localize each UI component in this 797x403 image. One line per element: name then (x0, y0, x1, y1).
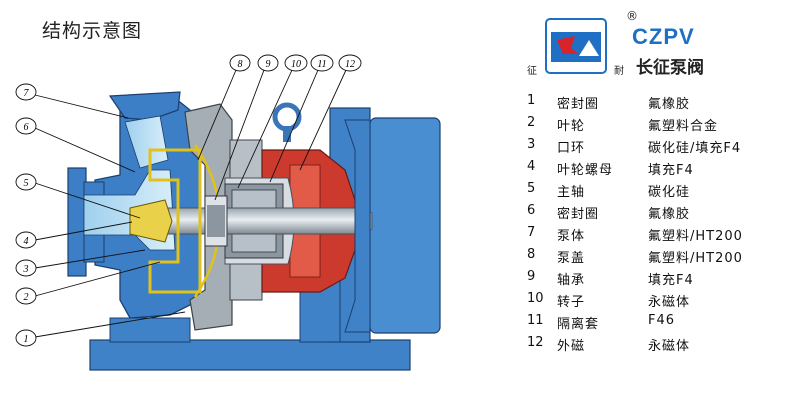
part-name: 主轴 (557, 185, 586, 200)
legend-row: 9 轴承 填充F4 (527, 269, 792, 289)
callout-3: 3 (15, 249, 146, 277)
part-number: 4 (527, 159, 536, 174)
callout-12: 12 (299, 54, 362, 171)
brand-side-left: 征 (527, 66, 537, 77)
legend-row: 8 泵盖 氟塑料/HT200 (527, 247, 792, 267)
legend-row: 6 密封圈 氟橡胶 (527, 203, 792, 223)
part-material: F46 (648, 313, 676, 328)
lifting-eye (272, 102, 302, 142)
callout-4: 4 (15, 221, 133, 249)
page-title: 结构示意图 (42, 20, 143, 42)
legend-row: 10 转子 永磁体 (527, 291, 792, 311)
legend-row: 2 叶轮 氟塑料合金 (527, 115, 792, 135)
part-number: 8 (527, 247, 536, 262)
part-material: 碳化硅/填充F4 (648, 141, 742, 156)
bearing (204, 195, 228, 247)
callout-label: 7 (24, 88, 30, 99)
part-name: 叶轮螺母 (557, 163, 614, 178)
brand-name-cn: 长征泵阀 (636, 58, 704, 78)
part-name: 外磁 (557, 339, 586, 354)
part-material: 氟塑料合金 (648, 119, 719, 134)
brand-side-right: 耐 (614, 66, 624, 77)
part-name: 口环 (557, 141, 586, 156)
callout-label: 1 (24, 334, 29, 345)
part-name: 转子 (557, 295, 586, 310)
part-name: 泵体 (557, 229, 586, 244)
legend-row: 5 主轴 碳化硅 (527, 181, 792, 201)
part-material: 氟塑料/HT200 (648, 229, 743, 244)
part-number: 6 (527, 203, 536, 218)
part-material: 填充F4 (648, 273, 694, 288)
callout-5: 5 (15, 173, 141, 219)
part-material: 氟橡胶 (648, 97, 691, 112)
brand-name-en: CZPV (632, 24, 695, 49)
callout-label: 11 (317, 59, 326, 70)
callout-label: 12 (345, 59, 355, 70)
callout-label: 4 (24, 236, 29, 247)
registered-mark: ® (626, 9, 638, 23)
pump-cross-section-diagram: 7 6 5 4 3 2 1 8 9 10 (15, 54, 441, 371)
callout-label: 3 (23, 264, 29, 275)
callout-label: 10 (291, 59, 301, 70)
callout-9: 9 (214, 54, 279, 201)
legend-row: 12 外磁 永磁体 (527, 335, 792, 355)
legend-row: 4 叶轮螺母 填充F4 (527, 159, 792, 179)
brand-logo (545, 18, 607, 74)
part-number: 5 (527, 181, 536, 196)
callout-label: 9 (266, 59, 271, 70)
part-number: 9 (527, 269, 536, 284)
part-material: 氟塑料/HT200 (648, 251, 743, 266)
part-material: 永磁体 (648, 339, 691, 354)
part-number: 7 (527, 225, 536, 240)
callout-10: 10 (237, 54, 308, 189)
callout-8: 8 (197, 54, 251, 161)
callout-label: 6 (24, 122, 29, 133)
callout-label: 8 (238, 59, 243, 70)
part-number: 1 (527, 93, 536, 108)
legend-row: 3 口环 碳化硅/填充F4 (527, 137, 792, 157)
part-number: 10 (527, 291, 544, 306)
pump-body-casing (67, 91, 201, 319)
part-name: 轴承 (557, 273, 586, 288)
part-material: 填充F4 (648, 163, 694, 178)
part-name: 叶轮 (557, 119, 586, 134)
legend-row: 7 泵体 氟塑料/HT200 (527, 225, 792, 245)
part-name: 泵盖 (557, 251, 586, 266)
part-number: 12 (527, 335, 544, 350)
impeller (129, 144, 219, 298)
main-shaft (149, 207, 373, 235)
legend-row: 11 隔离套 F46 (527, 313, 792, 333)
callout-11: 11 (269, 54, 334, 183)
part-name: 密封圈 (557, 207, 600, 222)
part-name: 密封圈 (557, 97, 600, 112)
motor-bracket (344, 119, 371, 333)
part-material: 碳化硅 (648, 185, 691, 200)
callout-label: 2 (24, 292, 29, 303)
part-number: 11 (527, 313, 544, 328)
callout-2: 2 (15, 261, 161, 305)
part-name: 隔离套 (557, 317, 600, 332)
callout-7: 7 (15, 83, 129, 119)
callout-6: 6 (15, 117, 136, 173)
callout-1: 1 (15, 311, 186, 347)
part-number: 3 (527, 137, 536, 152)
part-number: 2 (527, 115, 536, 130)
part-material: 氟橡胶 (648, 207, 691, 222)
part-material: 永磁体 (648, 295, 691, 310)
legend-row: 1 密封圈 氟橡胶 (527, 93, 792, 113)
callout-label: 5 (24, 178, 29, 189)
